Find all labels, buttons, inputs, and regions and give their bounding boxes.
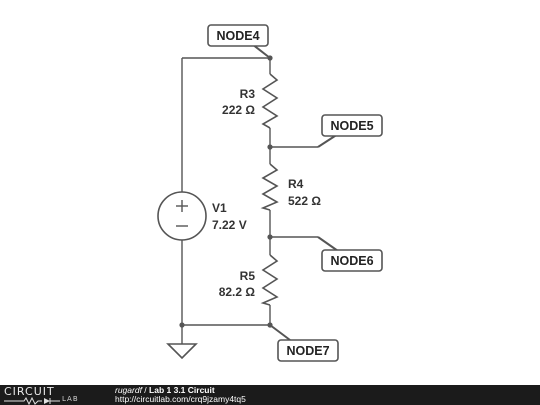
resistor-r3-symbol[interactable]	[261, 73, 279, 129]
ground-icon	[166, 343, 198, 360]
footer-info: rugardf / Lab 1 3.1 Circuit http://circu…	[115, 386, 246, 404]
node-tag-node6[interactable]: NODE6	[317, 236, 383, 272]
r3-value-label: 222 Ω	[222, 103, 255, 117]
resistor-r5-symbol[interactable]	[260, 254, 279, 306]
r4-value-label: 522 Ω	[288, 194, 321, 208]
node-tag-node5[interactable]: NODE5	[317, 114, 383, 148]
r3-name-label: R3	[240, 87, 256, 101]
node-tag-node7[interactable]: NODE7	[269, 324, 339, 362]
circuit-url-link[interactable]: http://circuitlab.com/crq9jzamy4tq5	[115, 394, 246, 404]
circuitlab-logo[interactable]: CIRCUIT LAB	[4, 385, 104, 405]
v1-name-label: V1	[212, 201, 227, 215]
footer-bar: CIRCUIT LAB rugardf / Lab 1 3.1 Circuit …	[0, 385, 540, 405]
r5-name-label: R5	[240, 269, 256, 283]
author-name[interactable]: rugardf	[115, 385, 142, 395]
junction-dot	[267, 144, 273, 150]
waveform-icon	[4, 397, 60, 405]
junction-dot	[179, 322, 185, 328]
logo-top-text: CIRCUIT	[4, 385, 55, 398]
resistor-r4-symbol[interactable]	[260, 163, 279, 211]
r4-name-label: R4	[288, 177, 304, 191]
logo-bottom-text: LAB	[62, 395, 79, 403]
junction-dot	[267, 234, 273, 240]
circuit-schematic: R3 222 Ω R4 522 Ω R5 82.2 Ω V1 7.22 V NO…	[157, 24, 383, 362]
node-tag-node4[interactable]: NODE4	[207, 24, 271, 59]
voltage-source-v1-symbol[interactable]	[157, 191, 207, 241]
breadcrumb-separator: /	[141, 385, 150, 395]
node4-label: NODE4	[216, 29, 259, 43]
v1-value-label: 7.22 V	[212, 218, 247, 232]
node7-label: NODE7	[286, 344, 329, 358]
circuit-title[interactable]: Lab 1 3.1 Circuit	[149, 385, 215, 395]
r5-value-label: 82.2 Ω	[219, 285, 256, 299]
node6-label: NODE6	[330, 254, 373, 268]
node5-label: NODE5	[330, 119, 373, 133]
